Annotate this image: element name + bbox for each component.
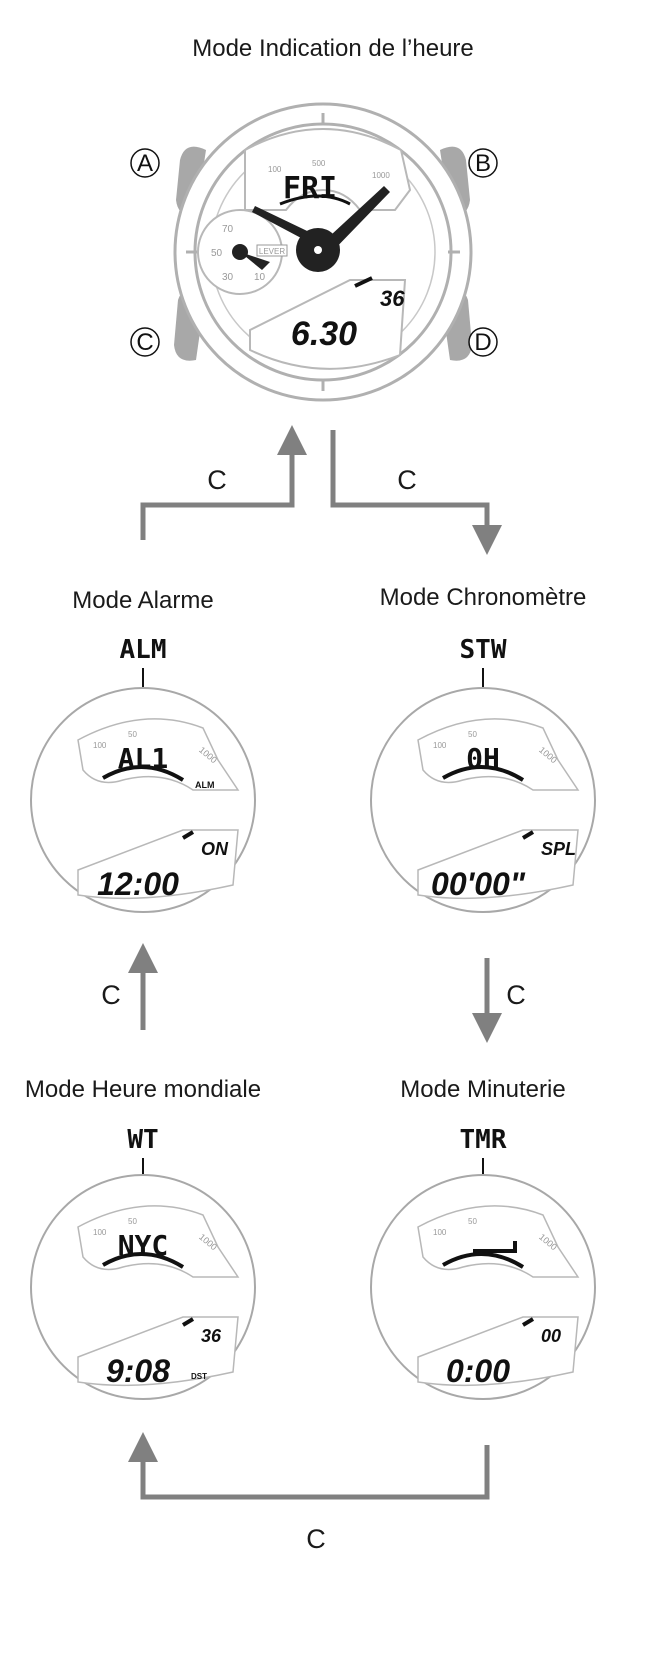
- mode-title-chronometer: Mode Chronomètre: [380, 584, 587, 611]
- main-title: Mode Indication de l’heure: [192, 35, 474, 62]
- upper-display-window: [244, 128, 412, 211]
- dial-number-10: 10: [254, 272, 266, 283]
- small-display-chronometer: SPL: [541, 839, 576, 859]
- dst-note-world-time: DST: [191, 1372, 207, 1381]
- connectors: [128, 425, 502, 1500]
- lower-display-chronometer: 00'00": [431, 866, 526, 902]
- segment-arc-chronometer: [442, 765, 525, 782]
- scale-label-mid-chronometer: 50: [468, 730, 477, 739]
- arrow-label-c-4: C: [506, 980, 526, 1010]
- button-d-label: D: [468, 327, 498, 357]
- scale-label-left-world-time: 100: [93, 1228, 107, 1237]
- button-b-label: B: [468, 148, 498, 178]
- small-display-world-time: 36: [201, 1326, 222, 1346]
- dial-lever-label: LEVER: [259, 247, 285, 256]
- scale-label-500: 500: [312, 159, 326, 168]
- arrow-label-c-2: C: [397, 465, 417, 495]
- scale-label-left-chronometer: 100: [433, 741, 447, 750]
- scale-label-1000: 1000: [372, 171, 390, 180]
- svg-text:C: C: [136, 329, 153, 356]
- mode-indicator-chronometer: STW: [460, 635, 507, 665]
- lower-display-alarm: 12:00: [97, 866, 179, 902]
- lower-display-timer: 0:00: [446, 1353, 510, 1389]
- scale-label-mid-world-time: 50: [128, 1217, 137, 1226]
- arrow-label-c-1: C: [207, 465, 227, 495]
- lower-window-world-time: [77, 1316, 239, 1387]
- button-c-label: C: [130, 327, 160, 357]
- arrow-label-c-5: C: [306, 1524, 326, 1554]
- lower-window-timer: [417, 1316, 579, 1387]
- lower-tick-alarm: [181, 830, 195, 840]
- svg-text:B: B: [475, 150, 491, 177]
- scale-label-mid-alarm: 50: [128, 730, 137, 739]
- dial-number-70: 70: [222, 224, 234, 235]
- timer-bar-timer: [473, 1241, 517, 1253]
- lower-display-world-time: 9:08: [106, 1353, 170, 1389]
- lower-window-chronometer: [417, 829, 579, 900]
- arrow-label-c-3: C: [101, 980, 121, 1010]
- dial-number-50: 50: [211, 248, 223, 259]
- segment-arc-world-time: [102, 1252, 185, 1269]
- mode-title-world-time: Mode Heure mondiale: [25, 1076, 261, 1103]
- segment-arc-alarm: [102, 765, 185, 782]
- mode-title-alarm: Mode Alarme: [72, 587, 213, 614]
- alarm-note-alarm: ALM: [195, 780, 215, 790]
- lower-window-alarm: [77, 829, 239, 900]
- button-a-label: A: [130, 148, 160, 178]
- scale-label-left-alarm: 100: [93, 741, 107, 750]
- lower-display-window: [249, 279, 407, 370]
- svg-text:A: A: [137, 150, 153, 177]
- lower-tick-chronometer: [521, 830, 535, 840]
- main-watch: 100 500 1000 FRI 36 6.30 70 50 30 10 LEV…: [130, 102, 498, 402]
- mode-indicator-world-time: WT: [127, 1125, 158, 1155]
- segment-arc-timer: [442, 1252, 525, 1269]
- seconds-display: 36: [380, 286, 405, 311]
- scale-label-left-timer: 100: [433, 1228, 447, 1237]
- dial-number-30: 30: [222, 272, 234, 283]
- scale-label-100: 100: [268, 165, 282, 174]
- svg-text:D: D: [474, 329, 491, 356]
- mode-indicator-timer: TMR: [460, 1125, 507, 1155]
- mode-indicator-alarm: ALM: [120, 635, 167, 665]
- small-display-timer: 00: [541, 1326, 561, 1346]
- date-display: 6.30: [291, 315, 357, 353]
- scale-label-mid-timer: 50: [468, 1217, 477, 1226]
- lower-tick-world-time: [181, 1317, 195, 1327]
- mode-title-timer: Mode Minuterie: [400, 1076, 565, 1103]
- small-display-alarm: ON: [201, 839, 229, 859]
- lower-tick-timer: [521, 1317, 535, 1327]
